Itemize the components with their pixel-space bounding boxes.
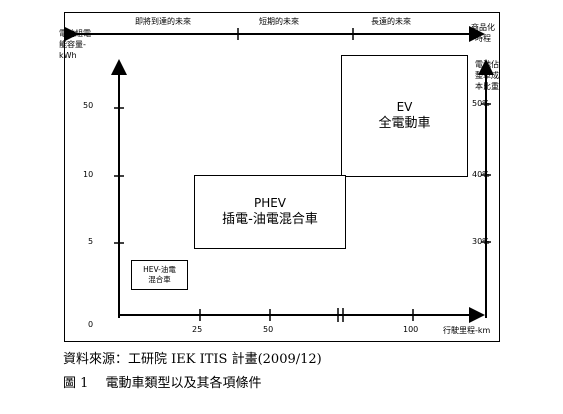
diagram-frame: 即將到達的未來 短期的未來 長遠的未來 電池組電 能容量- kWh 50 10 …	[59, 12, 500, 342]
left-tick-label-50: 50	[83, 101, 94, 110]
right-tick-label-40: 40%	[472, 170, 490, 179]
hev-subtitle: 混合車	[148, 275, 171, 284]
right-axis-title-1: 電池佔	[475, 60, 499, 69]
left-tick-label-0: 0	[88, 320, 94, 329]
phev-subtitle: 插電-油電混合車	[222, 212, 318, 227]
bottom-axis-title: 行駛里程-km	[443, 326, 491, 335]
left-tick-label-10: 10	[83, 170, 94, 179]
hev-box: HEV-油電 混合車	[131, 260, 188, 290]
left-axis-title-2: 能容量-	[59, 40, 86, 49]
ev-subtitle: 全電動車	[378, 116, 431, 131]
ev-title: EV	[396, 100, 413, 114]
left-tick-label-5: 5	[88, 237, 94, 246]
timeline-segment-2: 短期的未來	[259, 17, 299, 26]
phev-title: PHEV	[253, 196, 287, 210]
bottom-tick-label-25: 25	[192, 325, 203, 334]
ev-box: EV 全電動車	[341, 55, 468, 177]
right-tick-label-30: 30%	[472, 237, 490, 246]
left-axis-title-1: 電池組電	[59, 29, 91, 38]
timeline-segment-3: 長遠的未來	[371, 17, 411, 26]
hev-title: HEV-油電	[143, 265, 176, 274]
right-label-2: 時程	[475, 34, 491, 43]
figure-caption: 圖 1 電動車類型以及其各項條件	[63, 376, 262, 391]
left-axis-title-3: kWh	[59, 51, 77, 60]
right-axis-title-2: 整車成	[475, 71, 499, 80]
right-label-1: 商品化	[471, 23, 495, 32]
phev-box: PHEV 插電-油電混合車	[194, 175, 346, 249]
right-tick-label-50: 50%	[472, 99, 490, 108]
source-caption: 資料來源：工研院 IEK ITIS 計畫(2009/12)	[63, 352, 322, 367]
bottom-tick-label-100: 100	[403, 325, 419, 334]
bottom-tick-label-50: 50	[263, 325, 274, 334]
timeline-segment-1: 即將到達的未來	[135, 17, 191, 26]
right-axis-title-3: 本比重	[475, 82, 499, 91]
axes-drawing	[65, 26, 494, 323]
